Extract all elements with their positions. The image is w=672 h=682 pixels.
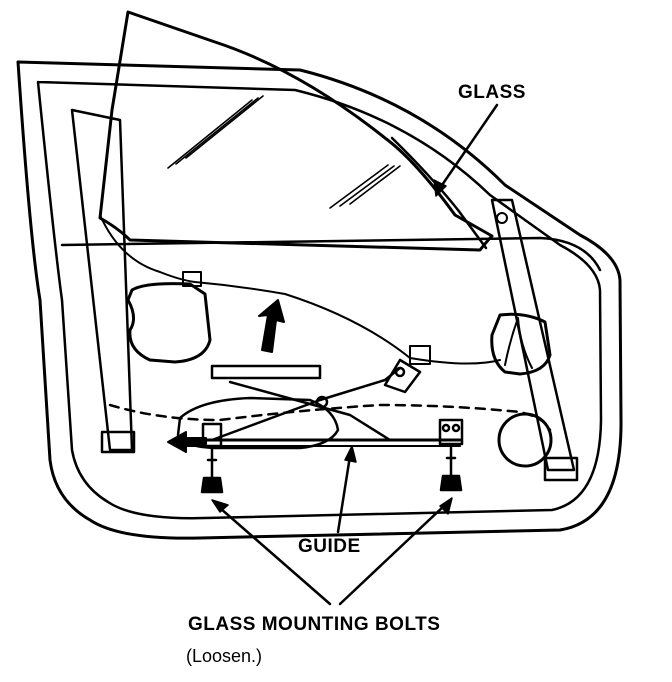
guide-label: GUIDE [298, 536, 361, 557]
guide-bracket-left [201, 422, 223, 448]
regulator-bar [210, 364, 322, 380]
rear-run-channel [490, 198, 579, 482]
glass-pane [98, 10, 494, 252]
wire-harness [99, 214, 501, 365]
glass-leader-arrow [433, 103, 499, 197]
bolts-leader-arrows [211, 497, 453, 606]
mounting-bolts-label: GLASS MOUNTING BOLTS [188, 614, 441, 635]
glass-reflection-hatch [167, 95, 401, 209]
glass-edge-inner [390, 136, 488, 250]
service-hole-right-inner [504, 317, 533, 369]
mounting-bolts-note: (Loosen.) [186, 646, 263, 666]
cable-dashed-line [108, 403, 552, 432]
service-hole-right [490, 312, 552, 376]
guide-rail [198, 438, 462, 447]
guide-leader-arrow [336, 445, 357, 534]
up-arrow-icon [258, 299, 285, 353]
door-panel-edge [60, 236, 602, 272]
window-regulator [210, 358, 422, 442]
harness-connector [409, 345, 431, 365]
glass-label: GLASS [458, 82, 526, 103]
door-outer-frame [16, 60, 623, 540]
mounting-bolt-left [200, 446, 224, 494]
left-arrow-icon [167, 431, 207, 453]
guide-bracket-right [438, 418, 464, 446]
mounting-bolt-right [439, 444, 463, 492]
front-run-channel [70, 108, 136, 454]
service-hole-left [126, 282, 212, 364]
harness-clip [182, 271, 202, 287]
